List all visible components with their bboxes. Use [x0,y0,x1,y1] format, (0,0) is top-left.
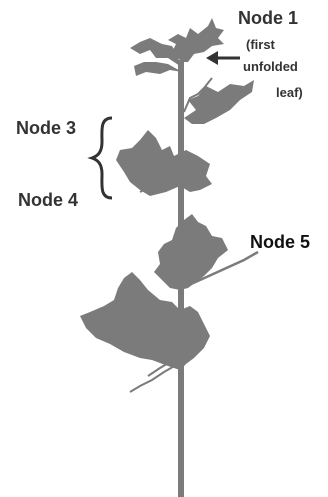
node-5-label: Node 5 [250,232,311,252]
leaf-node-5 [154,214,259,290]
node-1-note-line-3: leaf) [276,85,303,100]
leaf-node-2 [183,77,254,124]
leaf-node-3-4 [116,130,212,196]
node-3-label: Node 3 [16,118,77,138]
node-1-label: Node 1 [238,8,299,28]
leaf-top-cluster [130,18,224,76]
node-4-label: Node 4 [18,190,79,210]
curly-brace-icon [87,116,113,200]
node-1-note-line-2: unfolded [243,59,298,74]
node-1-note-line-1: (first [246,37,275,52]
left-arrow-icon [206,51,240,65]
leaf-lower-large [80,272,210,393]
